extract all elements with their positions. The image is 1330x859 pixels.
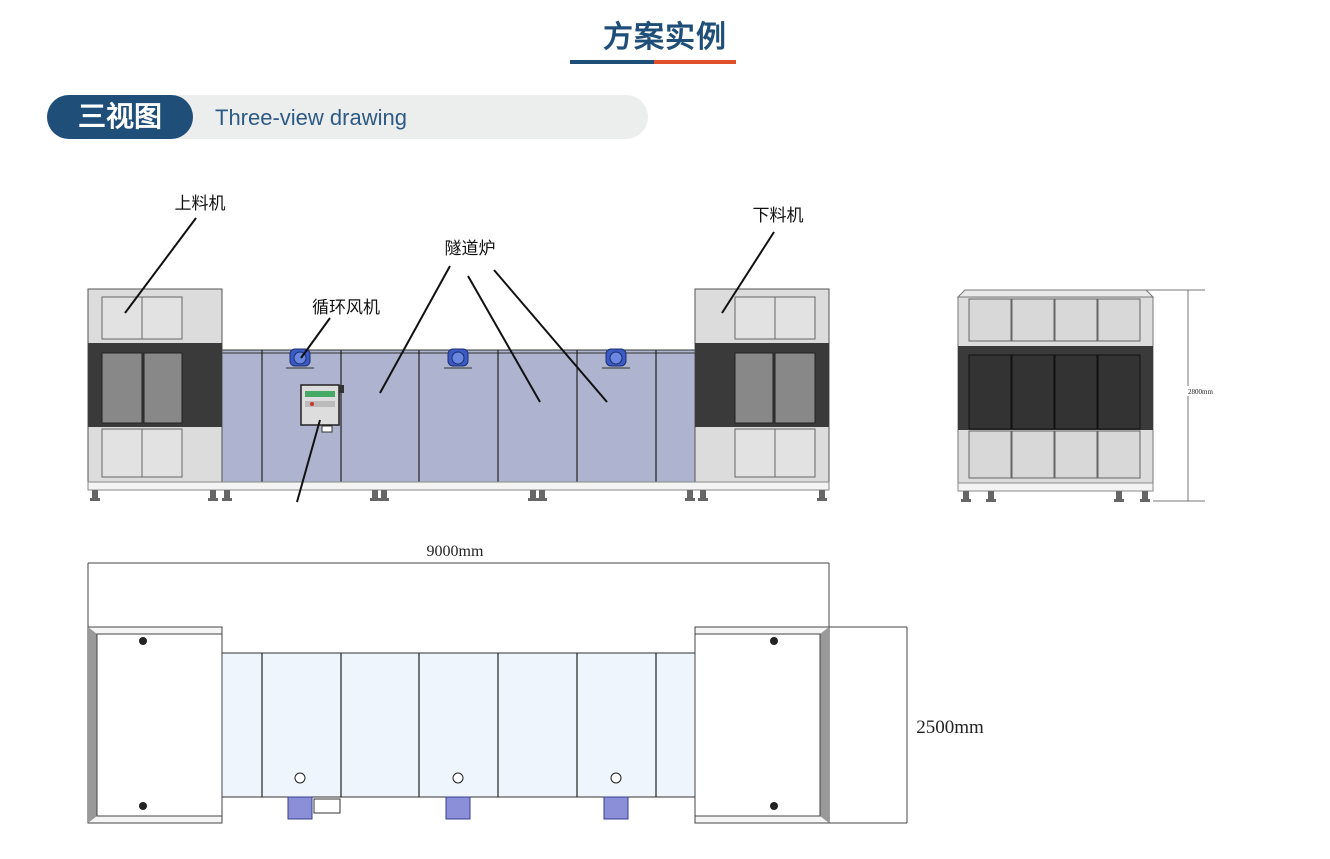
- front-view: 上料机 循环风机 隧道炉 下料机: [87, 194, 830, 503]
- unloader-label: 下料机: [753, 206, 804, 226]
- title-underline-orange: [654, 60, 736, 64]
- section-label-cn: 三视图: [47, 95, 193, 139]
- top-view: 9000mm 2500mm: [87, 543, 984, 824]
- fan-label: 循环风机: [312, 298, 380, 318]
- side-view: 2800mm: [956, 289, 1220, 502]
- length-dimension: 9000mm: [427, 543, 484, 560]
- height-dimension: 2800mm: [1188, 388, 1213, 396]
- tunnel-label: 隧道炉: [445, 239, 496, 259]
- control-box: [300, 384, 344, 433]
- feet: [90, 490, 827, 501]
- page-title: 方案实例: [603, 20, 727, 55]
- section-label-en: Three-view drawing: [215, 105, 407, 130]
- loader-label: 上料机: [175, 194, 226, 214]
- title-underline-blue: [570, 60, 654, 64]
- width-dimension: 2500mm: [916, 717, 984, 738]
